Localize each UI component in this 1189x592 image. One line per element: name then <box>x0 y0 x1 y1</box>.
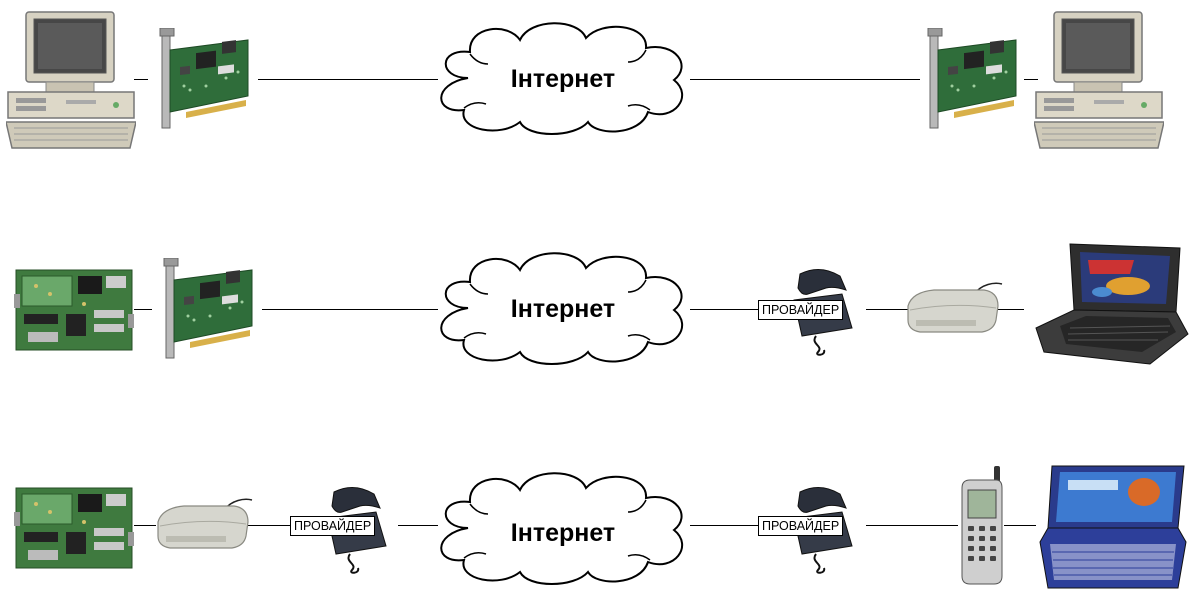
modem-icon <box>904 280 1004 340</box>
modem-icon <box>154 496 254 556</box>
desktop-computer-icon <box>6 10 136 150</box>
connector-line <box>690 79 920 80</box>
connector-line <box>1004 525 1036 526</box>
connector-line <box>998 309 1024 310</box>
connector-line <box>690 309 760 310</box>
connector-line <box>134 79 148 80</box>
cloud-label: Інтернет <box>510 65 616 93</box>
mobile-phone-icon <box>956 466 1006 586</box>
circuit-board-icon <box>14 484 134 574</box>
connector-line <box>866 309 908 310</box>
connector-line <box>1024 79 1038 80</box>
provider-label: ПРОВАЙДЕР <box>758 516 844 536</box>
handheld-pc-icon <box>1038 462 1188 592</box>
cloud-label: Інтернет <box>510 295 616 323</box>
connector-line <box>134 525 156 526</box>
internet-cloud: Інтернет <box>428 468 698 588</box>
connector-line <box>248 525 292 526</box>
network-card-icon <box>156 28 256 138</box>
laptop-icon <box>1030 240 1189 370</box>
connector-line <box>866 525 958 526</box>
internet-cloud: Інтернет <box>428 18 698 138</box>
internet-cloud: Інтернет <box>428 248 698 368</box>
connector-line <box>690 525 760 526</box>
provider-label: ПРОВАЙДЕР <box>290 516 376 536</box>
network-card-icon <box>924 28 1024 138</box>
connector-line <box>134 309 152 310</box>
circuit-board-icon <box>14 266 134 356</box>
desktop-computer-icon <box>1034 10 1164 150</box>
connector-line <box>398 525 438 526</box>
cloud-label: Інтернет <box>510 519 616 547</box>
connector-line <box>262 309 438 310</box>
provider-label: ПРОВАЙДЕР <box>758 300 844 320</box>
network-card-icon <box>160 258 260 368</box>
connector-line <box>258 79 438 80</box>
